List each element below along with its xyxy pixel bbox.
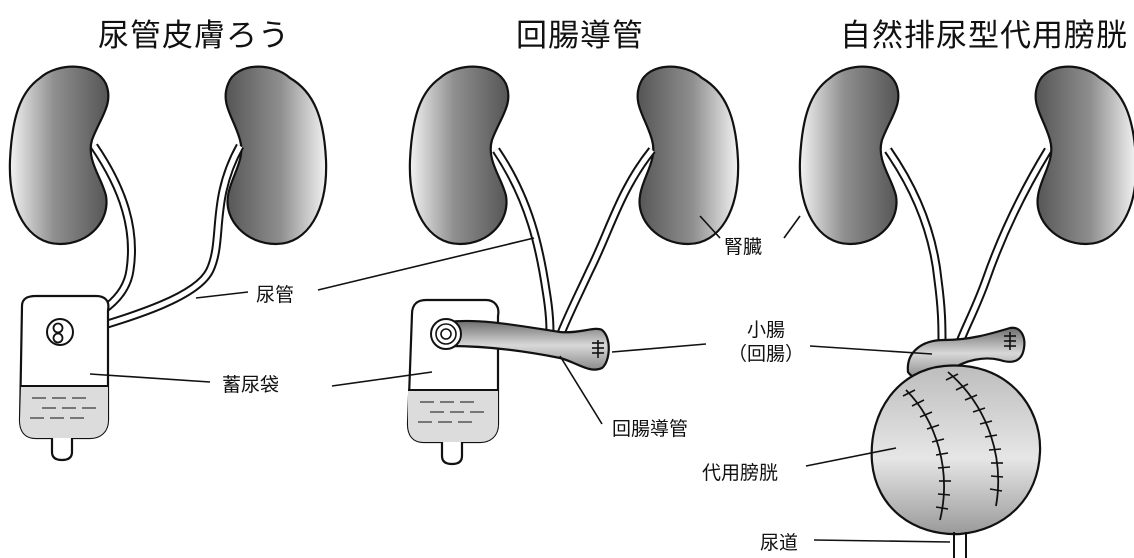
right-kidney-3 — [1036, 67, 1134, 244]
panel-neobladder — [800, 67, 1134, 558]
label-neobladder: 代用膀胱 — [702, 458, 778, 485]
panel-ureterocutaneostomy — [10, 67, 326, 460]
label-ureter: 尿管 — [256, 280, 294, 307]
left-kidney-2 — [410, 67, 509, 244]
right-kidney — [226, 67, 327, 244]
left-kidney-3 — [800, 67, 899, 244]
label-small-intestine-line2: （回腸） — [726, 342, 806, 366]
title-ileal-conduit: 回腸導管 — [516, 10, 644, 55]
label-urine-bag: 蓄尿袋 — [222, 370, 279, 397]
title-neobladder: 自然排尿型代用膀胱 — [840, 10, 1128, 55]
urethra-tube — [954, 532, 966, 558]
panel-ileal-conduit — [408, 67, 738, 464]
label-ileal-conduit: 回腸導管 — [612, 414, 688, 441]
title-ureterocutaneostomy: 尿管皮膚ろう — [98, 10, 290, 55]
neobladder-sphere — [872, 365, 1040, 534]
leader-lines — [90, 216, 950, 542]
label-small-intestine-line1: 小腸 — [726, 318, 806, 342]
label-urethra: 尿道 — [760, 528, 798, 555]
label-kidney: 腎臓 — [724, 232, 762, 259]
label-small-intestine: 小腸 （回腸） — [726, 318, 806, 366]
left-ureter-2 — [496, 150, 550, 336]
left-kidney — [10, 67, 109, 244]
